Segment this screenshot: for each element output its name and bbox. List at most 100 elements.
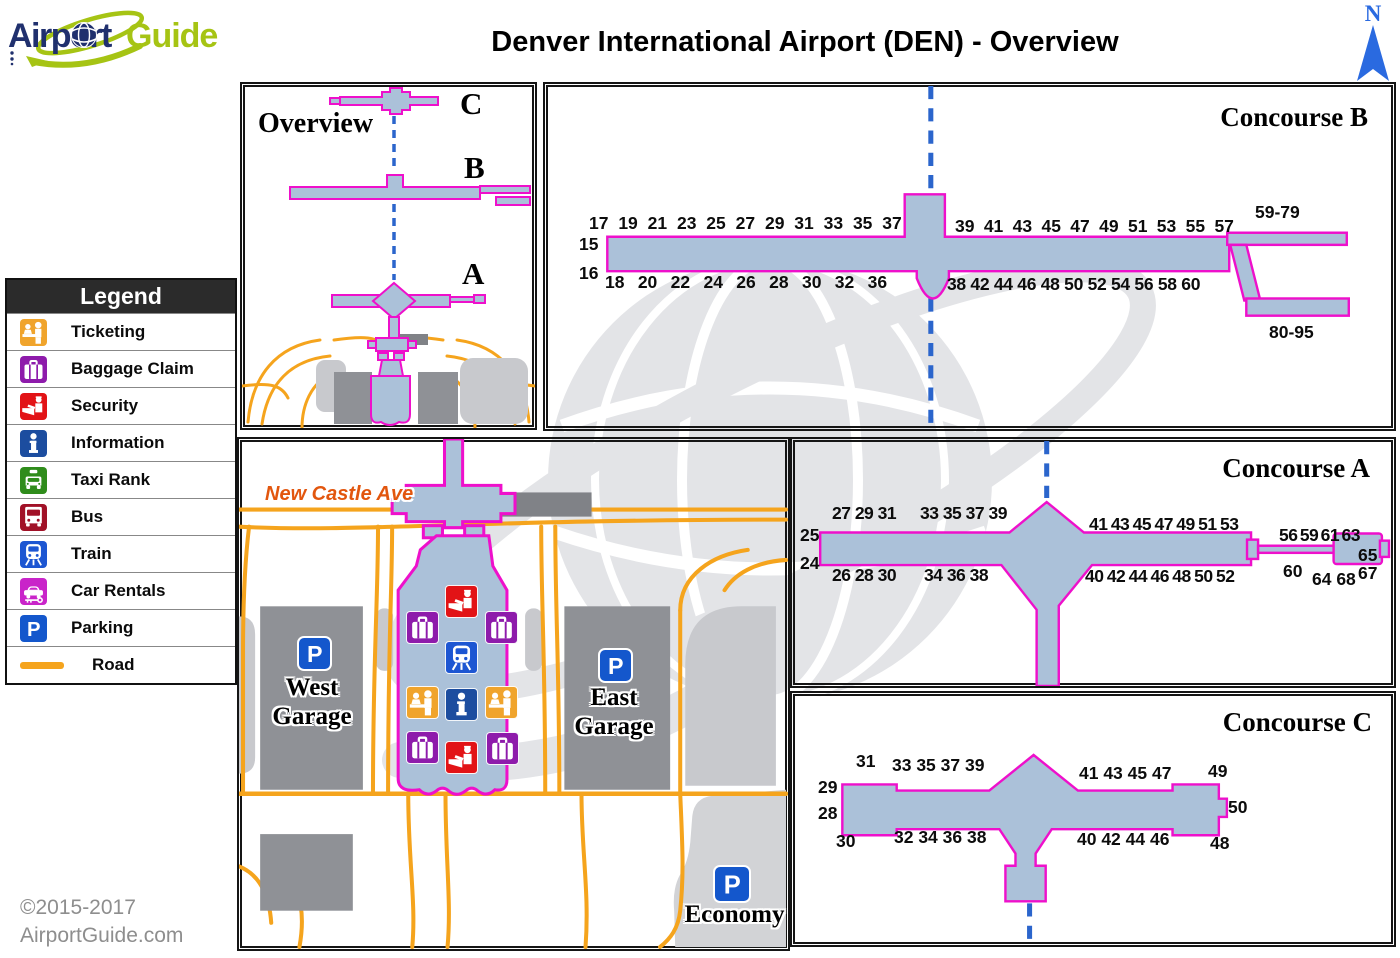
airportguide-logo: Airport Guide <box>6 6 221 73</box>
road-line <box>20 652 68 679</box>
compass-north-label: N <box>1364 1 1382 26</box>
legend-item: Train <box>7 535 235 572</box>
legend-item-label: Parking <box>71 618 134 637</box>
economy-parking-label: Economy <box>684 901 785 928</box>
gate-numbers: 28 <box>818 803 838 823</box>
train-icon <box>20 540 47 568</box>
gate-numbers: 27 29 31 <box>832 503 897 523</box>
gate-numbers: 26 28 30 <box>832 565 897 585</box>
gate-numbers: 29 <box>818 777 838 797</box>
parking-icon: P <box>713 865 751 903</box>
concourse-a-title: Concourse A <box>1222 453 1370 483</box>
terminal-map-graphic <box>239 439 788 949</box>
legend-item: Car Rentals <box>7 572 235 609</box>
gate-numbers: 59-79 <box>1255 202 1300 222</box>
gate-numbers: 30 <box>836 831 856 851</box>
north-arrow-icon <box>1357 25 1389 81</box>
gate-numbers: 24 <box>800 553 820 573</box>
gate-numbers: 40 42 44 46 48 50 52 <box>1085 566 1235 586</box>
legend-item: P Parking <box>7 609 235 646</box>
gate-numbers: 39 41 43 45 47 49 51 53 55 57 <box>955 216 1234 236</box>
baggage-claim-icon <box>20 355 47 383</box>
gate-numbers: 50 <box>1228 797 1248 817</box>
concourse-c-title: Concourse C <box>1222 707 1372 737</box>
legend-item-label: Security <box>71 396 139 415</box>
gate-numbers: 33 35 37 39 <box>920 503 1007 523</box>
gate-numbers: 34 36 38 <box>924 565 989 585</box>
legend-item: Baggage Claim <box>7 350 235 387</box>
logo-guide-text: Guide <box>126 17 217 55</box>
east-garage-label: East Garage <box>574 684 654 740</box>
concourse-a-shape <box>818 441 1391 686</box>
copyright-site: AirportGuide.com <box>20 924 184 948</box>
main-terminal-map-panel: New Castle Ave P P P West Garage East Ga… <box>237 437 790 951</box>
svg-text:P: P <box>307 641 323 667</box>
overview-title: Overview <box>258 108 374 139</box>
svg-text:P: P <box>608 653 624 679</box>
taxi-rank-icon <box>20 466 47 494</box>
concourse-b-label: B <box>464 150 485 185</box>
concourse-c-label: C <box>460 86 483 121</box>
parking-icon: P <box>598 648 633 683</box>
concourse-a-panel: Concourse A 27 29 31 33 35 37 39 25 24 2… <box>790 437 1396 688</box>
legend-item-label: Baggage Claim <box>71 359 194 378</box>
concourse-c-shape <box>841 753 1229 943</box>
legend-item: Information <box>7 424 235 461</box>
legend-item-label: Road <box>92 655 135 674</box>
legend-item-label: Bus <box>71 507 104 526</box>
ticketing-icon <box>20 318 47 346</box>
gate-numbers: 41 43 45 47 49 51 53 <box>1089 514 1239 534</box>
copyright-years: ©2015-2017 <box>20 896 136 919</box>
legend-item: Taxi Rank <box>7 461 235 498</box>
gate-numbers: 41 43 45 47 <box>1079 763 1172 783</box>
baggage-icon <box>406 731 439 764</box>
gate-numbers: 25 <box>800 525 820 545</box>
gate-numbers: 40 42 44 46 <box>1077 829 1170 849</box>
west-garage-label: West Garage <box>272 674 352 730</box>
gate-numbers: 15 <box>579 234 599 254</box>
legend-item-label: Car Rentals <box>71 581 166 600</box>
gate-numbers: 38 42 44 46 48 50 52 54 56 58 60 <box>947 274 1201 294</box>
legend-item-label: Information <box>71 433 165 452</box>
legend-item-label: Taxi Rank <box>71 470 151 489</box>
information-icon <box>20 429 47 457</box>
legend-item: Road <box>7 646 235 683</box>
gate-numbers: 64 68 <box>1312 569 1356 589</box>
gate-numbers: 65 <box>1358 545 1378 565</box>
gate-numbers: 60 <box>1283 561 1303 581</box>
copyright: ©2015-2017 AirportGuide.com <box>20 894 183 951</box>
gate-numbers: 16 <box>579 263 599 283</box>
svg-text:P: P <box>27 618 41 640</box>
legend-item: Ticketing <box>7 313 235 350</box>
gate-numbers: 49 <box>1208 761 1228 781</box>
concourse-b-panel: Concourse B 17 19 21 23 25 27 29 31 33 3… <box>543 82 1396 431</box>
legend-item: Bus <box>7 498 235 535</box>
gate-numbers: 80-95 <box>1269 322 1314 342</box>
bus-icon <box>20 503 47 531</box>
legend-item: Security <box>7 387 235 424</box>
overview-map-graphic <box>242 87 535 428</box>
concourse-b-shape <box>606 86 1350 427</box>
gate-numbers: 33 35 37 39 <box>892 755 985 775</box>
train-icon <box>445 641 478 674</box>
concourse-c-panel: Concourse C 31 33 35 37 39 29 28 30 32 3… <box>790 691 1396 947</box>
gate-numbers: 31 <box>856 751 876 771</box>
street-label: New Castle Ave <box>265 483 414 505</box>
baggage-icon <box>486 732 519 765</box>
concourse-a-label: A <box>462 256 485 291</box>
security-icon <box>20 392 47 420</box>
legend-item-label: Train <box>71 544 112 563</box>
security-icon <box>445 585 478 618</box>
legend-item-label: Ticketing <box>71 322 146 341</box>
ticketing-icon <box>485 686 518 719</box>
parking-icon: P <box>20 614 47 642</box>
gate-numbers: 67 <box>1358 563 1378 583</box>
car-rentals-icon <box>20 577 47 605</box>
compass: N <box>1350 2 1396 88</box>
information-icon <box>445 688 478 721</box>
baggage-icon <box>485 611 518 644</box>
ticketing-icon <box>406 686 439 719</box>
gate-numbers: 17 19 21 23 25 27 29 31 33 35 37 <box>589 213 902 233</box>
baggage-icon <box>406 611 439 644</box>
